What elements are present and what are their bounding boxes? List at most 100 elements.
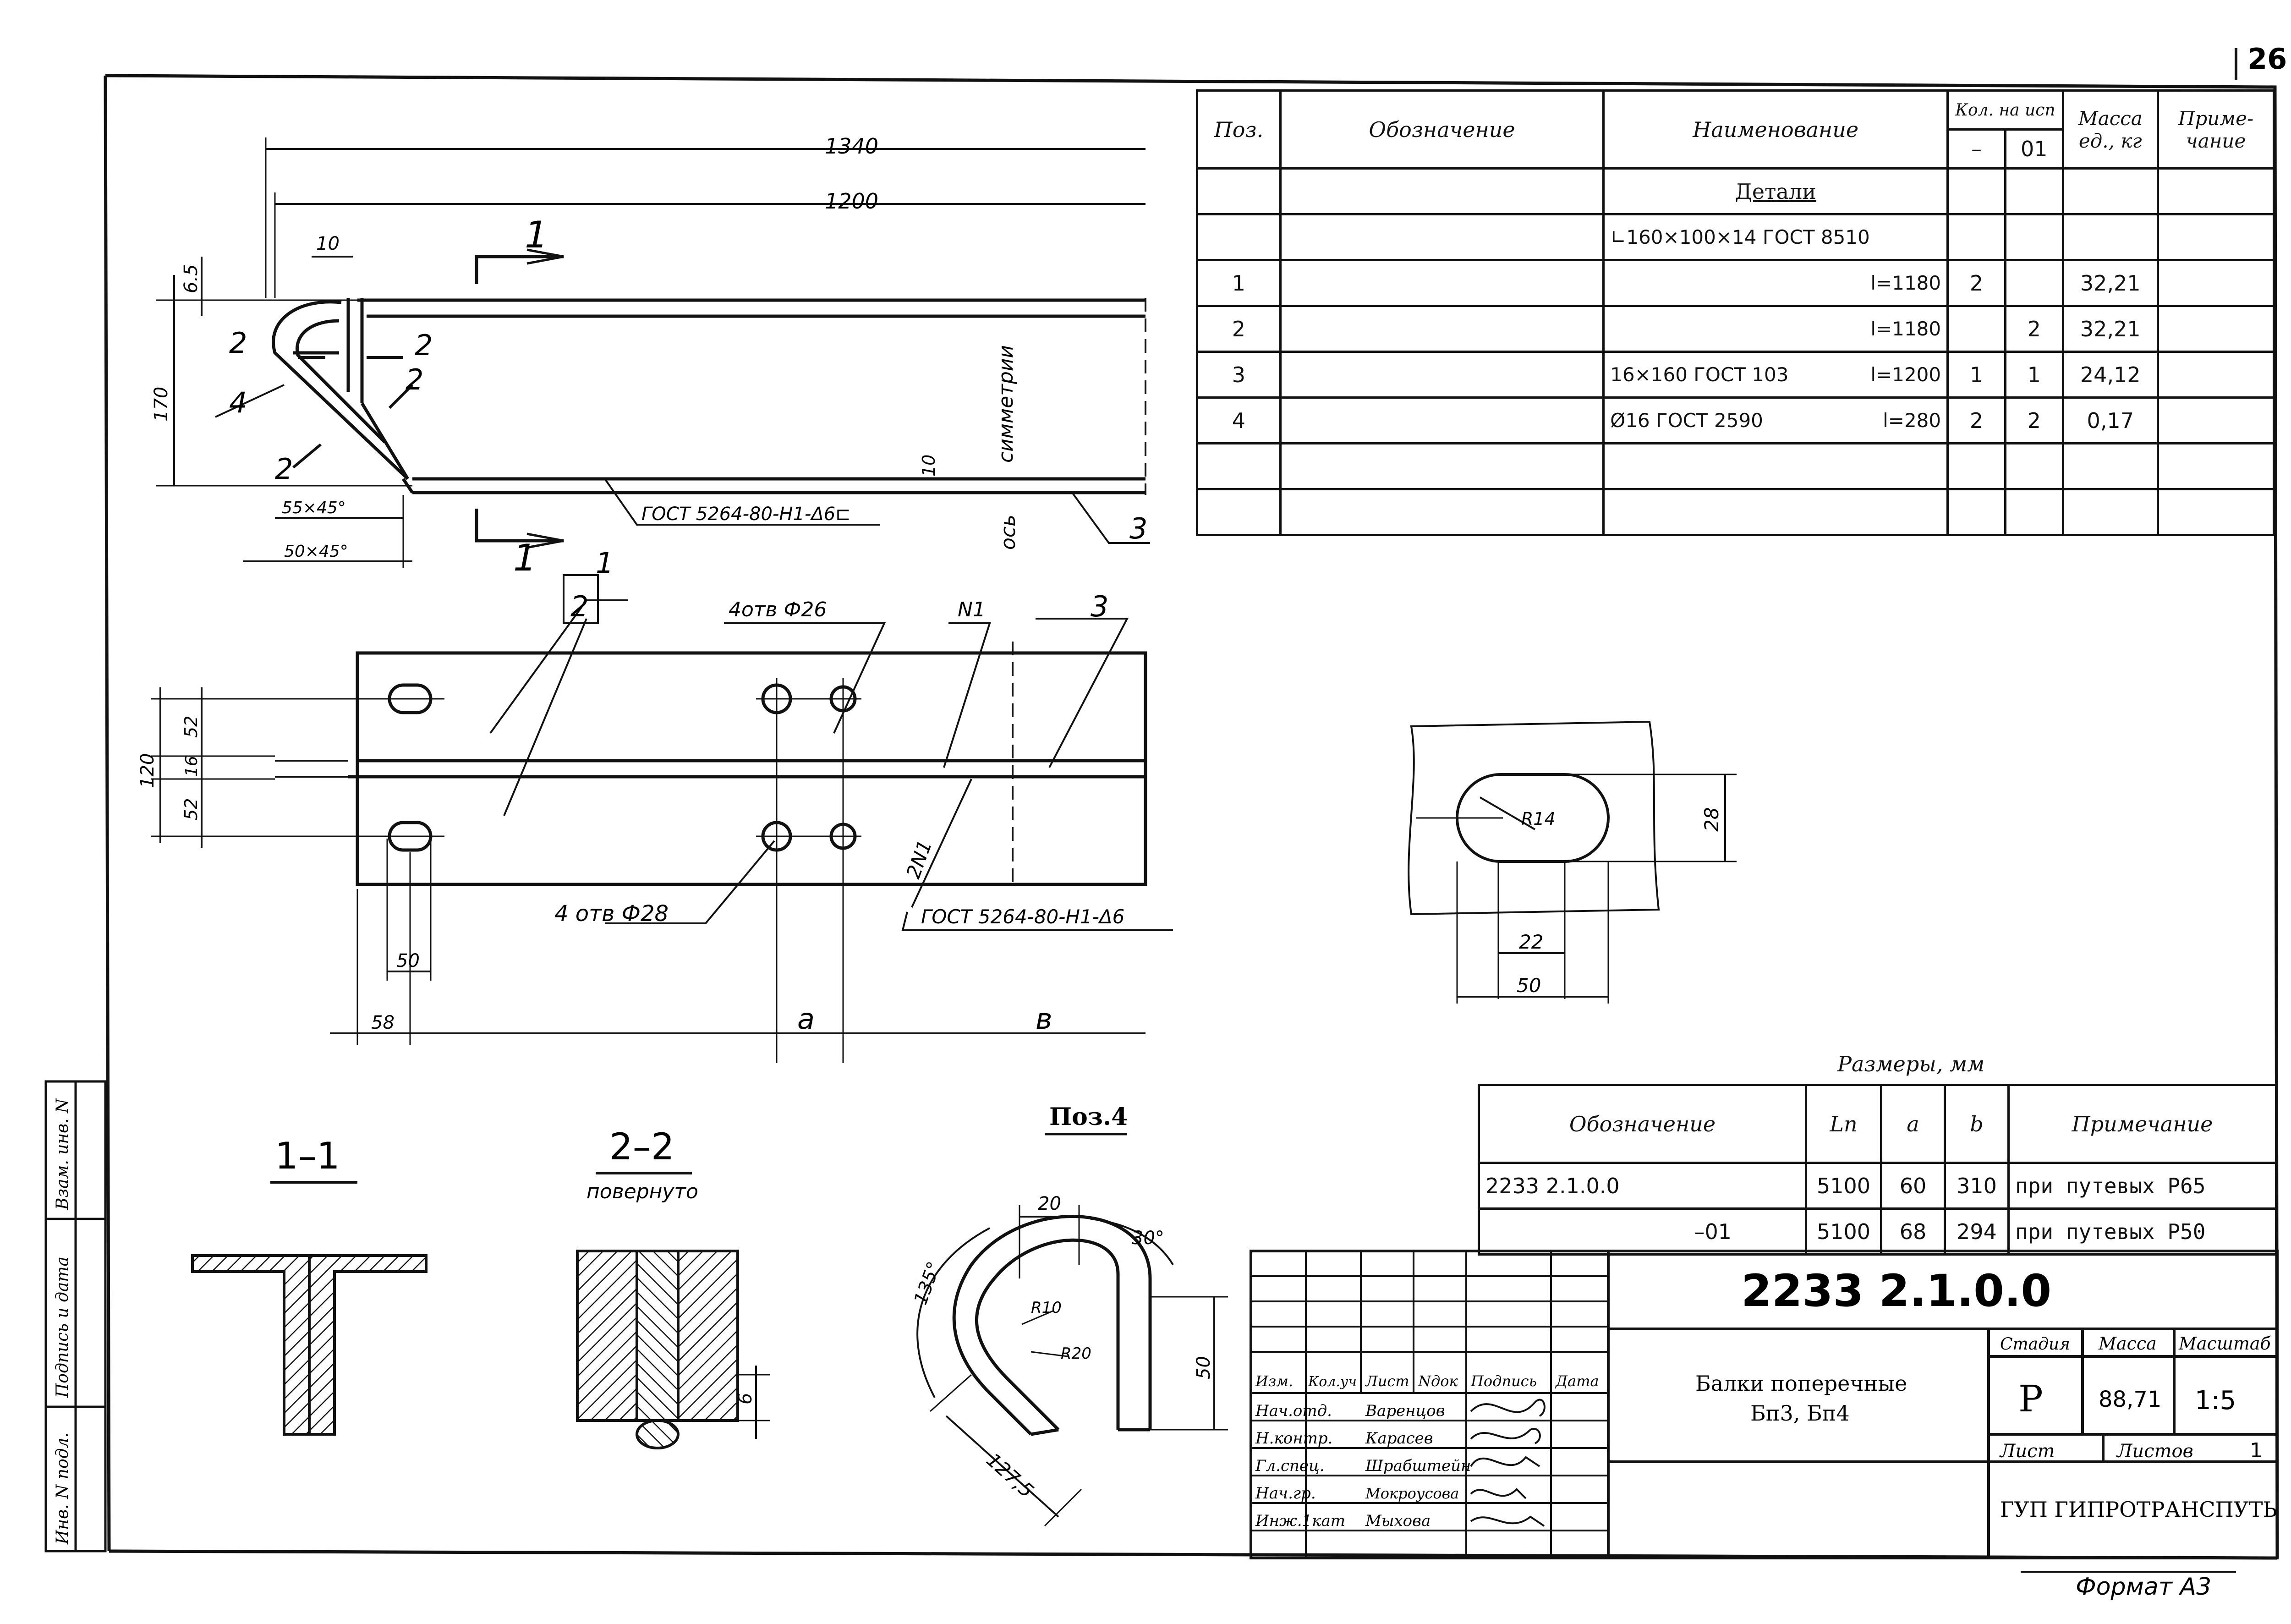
side-label-sign: Подпись и дата (53, 1256, 72, 1398)
detail-50: 50 (1517, 974, 1541, 997)
spec-header-pos: Поз. (1196, 89, 1282, 170)
spec-length: l=1180 (1870, 272, 1941, 294)
spec-name-cell: l=1180 (1602, 305, 1949, 353)
spec-header-row: Поз. Обозначение Наименование Кол. на ис… (1196, 89, 2275, 170)
sheets-value: 1 (2250, 1439, 2263, 1462)
section-22-dim: 6 (735, 1393, 756, 1405)
role-2: Гл.спец. (1255, 1457, 1325, 1475)
plan-dim-52b: 52 (181, 798, 201, 820)
spec-empty-row (1196, 442, 2275, 490)
plan-dim-b: в (1036, 1002, 1052, 1036)
pos4-r10: R10 (1031, 1299, 1062, 1317)
size-designation: 2233 2.1.0.0 (1478, 1162, 1807, 1210)
spec-length: l=1200 (1870, 363, 1941, 386)
detail-r14: R14 (1521, 809, 1556, 829)
spec-header-designation: Обозначение (1279, 89, 1605, 170)
size-header-a: a (1880, 1084, 1946, 1164)
spec-mass: 32,21 (2061, 259, 2159, 307)
spec-table: Поз. Обозначение Наименование Кол. на ис… (1196, 89, 2275, 536)
role-1: Н.контр. (1255, 1429, 1332, 1448)
stage-value: Р (2018, 1377, 2043, 1420)
spec-name-cell: Ø16 ГОСТ 2590 l=280 (1602, 396, 1949, 444)
doc-number: 2233 2.1.0.0 (1741, 1265, 2051, 1317)
spec-pos: 3 (1196, 351, 1282, 399)
holes-26-label: 4отв Ф26 (729, 598, 827, 621)
pos4-dim-20: 20 (1038, 1193, 1061, 1214)
spec-qb (2004, 259, 2064, 307)
callout-4-elev: 4 (229, 386, 247, 419)
size-ln: 5100 (1805, 1162, 1882, 1210)
spec-header-qty: Кол. на исп (1946, 89, 2064, 131)
elevation-view (156, 137, 1150, 568)
mass-label: Масса (2098, 1333, 2157, 1354)
callout-1-plan: 1 (596, 546, 614, 580)
title-line2: Бп3, Бп4 (1750, 1401, 1850, 1426)
section-11-shape (191, 1254, 428, 1436)
spec-qa: 2 (1946, 396, 2006, 444)
size-row: –01 5100 68 294 при путевых Р50 (1478, 1207, 2277, 1256)
section-mark-bottom: 1 (513, 537, 537, 579)
spec-header-mass: Масса ед., кг (2061, 89, 2159, 170)
mass-value: 88,71 (2099, 1387, 2161, 1412)
spec-header-qty-b: 01 (2004, 128, 2064, 170)
size-header-note: Примечание (2007, 1084, 2277, 1164)
detail-22: 22 (1519, 931, 1543, 953)
name-3: Мокроусова (1365, 1485, 1459, 1502)
spec-mass: 0,17 (2061, 396, 2159, 444)
spec-name: Ø16 ГОСТ 2590 (1610, 409, 1763, 432)
spec-qb: 2 (2004, 305, 2064, 353)
scale-label: Масштаб (2178, 1333, 2271, 1354)
sheet-label: Лист (1999, 1441, 2055, 1462)
rev-header-list: Лист (1365, 1372, 1409, 1390)
section-22-sub: повернуто (586, 1180, 698, 1203)
size-table: Обозначение Lп a b Примечание 2233 2.1.0… (1478, 1084, 2277, 1256)
pos4-dim-len: 127,5 (982, 1448, 1038, 1502)
side-label-inv: Инв. N подл. (53, 1432, 72, 1545)
callout-2-a: 2 (229, 326, 247, 360)
role-0: Нач.отд. (1255, 1402, 1332, 1420)
spec-header-name: Наименование (1602, 89, 1949, 170)
pos4-shape (916, 1205, 1228, 1527)
name-0: Варенцов (1365, 1402, 1445, 1420)
section-22-title: 2–2 (609, 1125, 674, 1168)
pos4-r20: R20 (1061, 1344, 1091, 1363)
callout-2-plan: 2 (570, 590, 588, 623)
plan-dim-a: a (797, 1002, 815, 1036)
pos4-dim-50: 50 (1193, 1356, 1214, 1379)
size-header-b: b (1944, 1084, 2010, 1164)
spec-length: l=280 (1883, 409, 1941, 432)
size-a: 68 (1880, 1207, 1946, 1256)
scale-value: 1:5 (2195, 1386, 2236, 1416)
spec-qb: 2 (2004, 396, 2064, 444)
dim-50x45: 50×45° (284, 542, 348, 561)
section-mark-top: 1 (525, 214, 548, 256)
spec-qb: 1 (2004, 351, 2064, 399)
weld-note-plan: ГОСТ 5264-80-Н1-Δ6 (921, 905, 1124, 928)
side-strip (44, 1080, 107, 1553)
holes-28-label: 4 отв Ф28 (554, 901, 669, 927)
symmetry-label: симметрии (994, 345, 1018, 463)
spec-header-qty-a: – (1946, 128, 2006, 170)
spec-qa (1946, 305, 2006, 353)
dim-10-stem: 10 (919, 455, 939, 477)
pos4-dim-30: 30° (1132, 1228, 1164, 1249)
rev-header-sign: Подпись (1470, 1372, 1537, 1390)
detail-28: 28 (1700, 807, 1723, 832)
dim-55x45: 55×45° (282, 499, 346, 517)
size-ln: 5100 (1805, 1207, 1882, 1256)
name-1: Карасев (1365, 1429, 1433, 1448)
dim-6-5: 6.5 (181, 264, 202, 293)
format-label: Формат А3 (2076, 1573, 2211, 1601)
spec-section-text: Детали (1735, 179, 1816, 204)
size-note: при путевых Р65 (2007, 1162, 2277, 1210)
callout-3-elev: 3 (1129, 512, 1147, 545)
plan-view (151, 574, 1173, 1063)
size-header-row: Обозначение Lп a b Примечание (1478, 1084, 2277, 1164)
org-name: ГУП ГИПРОТРАНСПУТЬ (2000, 1497, 2277, 1522)
pos4-dim-135: 135° (910, 1259, 945, 1307)
weld-note-top: ГОСТ 5264-80-Н1-Δ6⊏ (641, 504, 851, 525)
axis-label: ось (997, 515, 1020, 550)
section-11-title: 1–1 (275, 1135, 340, 1177)
